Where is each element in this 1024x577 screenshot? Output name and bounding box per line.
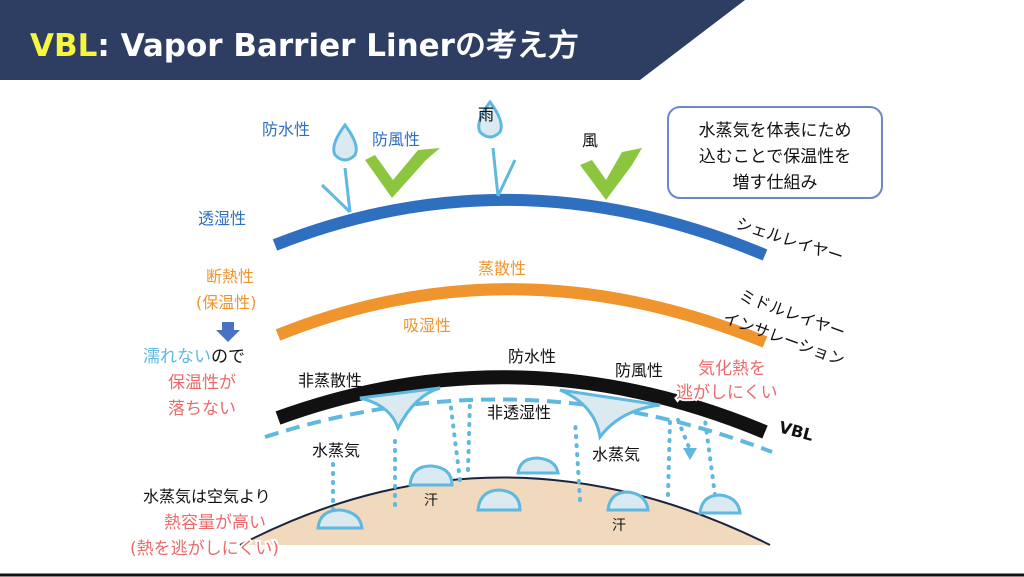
label-waterproof: 防水性 — [262, 120, 310, 139]
shell-layer — [272, 193, 768, 261]
label-insulation: 断熱性 — [206, 267, 254, 286]
label-non-breathable: 非透湿性 — [487, 403, 551, 422]
vbl-layer-label: VBL — [777, 418, 816, 445]
sweat-drops — [316, 456, 742, 530]
skin-outline — [239, 476, 771, 546]
header-banner — [0, 0, 745, 80]
vapor-pocket — [359, 386, 441, 432]
vbl-layer — [275, 370, 768, 439]
note-vapor-vs-air: 水蒸気は空気より — [143, 487, 271, 506]
label-non-evaporative: 非蒸散性 — [298, 371, 362, 390]
middle-layer — [275, 283, 768, 348]
wind-deflect-icon — [365, 148, 642, 200]
label-vbl-windproof: 防風性 — [615, 361, 663, 380]
raindrop-icon — [332, 99, 503, 162]
callout-line: 増す仕組み — [733, 173, 818, 193]
arrow-down-icon — [216, 322, 240, 342]
callout-box — [667, 106, 883, 199]
label-wind: 風 — [582, 131, 598, 150]
label-absorption: 吸湿性 — [403, 316, 451, 335]
label-sweat: 汗 — [424, 493, 438, 509]
label-vbl-waterproof: 防水性 — [508, 347, 556, 366]
label-vapor: 水蒸気 — [312, 441, 360, 460]
note-hard-to-escape: 逃がしにくい — [676, 383, 778, 403]
label-vapor: 水蒸気 — [592, 445, 640, 464]
note-retains-heat: (熱を逃がしにくい) — [130, 539, 279, 559]
deflect-arrows — [320, 147, 517, 214]
label-rain: 雨 — [478, 105, 494, 124]
label-breathable: 透湿性 — [198, 209, 246, 228]
page-title: VBL: Vapor Barrier Linerの考え方 — [30, 28, 579, 64]
vapor-paths — [331, 398, 717, 512]
callout-line: 込むことで保温性を — [699, 147, 852, 167]
note-not-wet: 濡れないので — [143, 347, 245, 367]
note-heat-capacity: 熱容量が高い — [164, 513, 266, 533]
label-evaporation: 蒸散性 — [478, 259, 526, 278]
note-heat-of-vaporization: 気化熱を — [698, 359, 766, 379]
callout-line: 水蒸気を体表にため — [699, 121, 852, 141]
vapor-dashed-line — [264, 397, 773, 454]
note-keeps-warm: 保温性が — [168, 373, 236, 393]
label-windproof: 防風性 — [372, 130, 420, 149]
label-insulation-sub: (保温性) — [196, 293, 257, 312]
arrow-down-icon — [683, 448, 697, 460]
shell-layer-label: シェルレイヤー — [734, 214, 846, 267]
label-sweat: 汗 — [612, 518, 626, 534]
vapor-pocket — [559, 388, 661, 441]
note-not-drop: 落ちない — [168, 399, 236, 419]
